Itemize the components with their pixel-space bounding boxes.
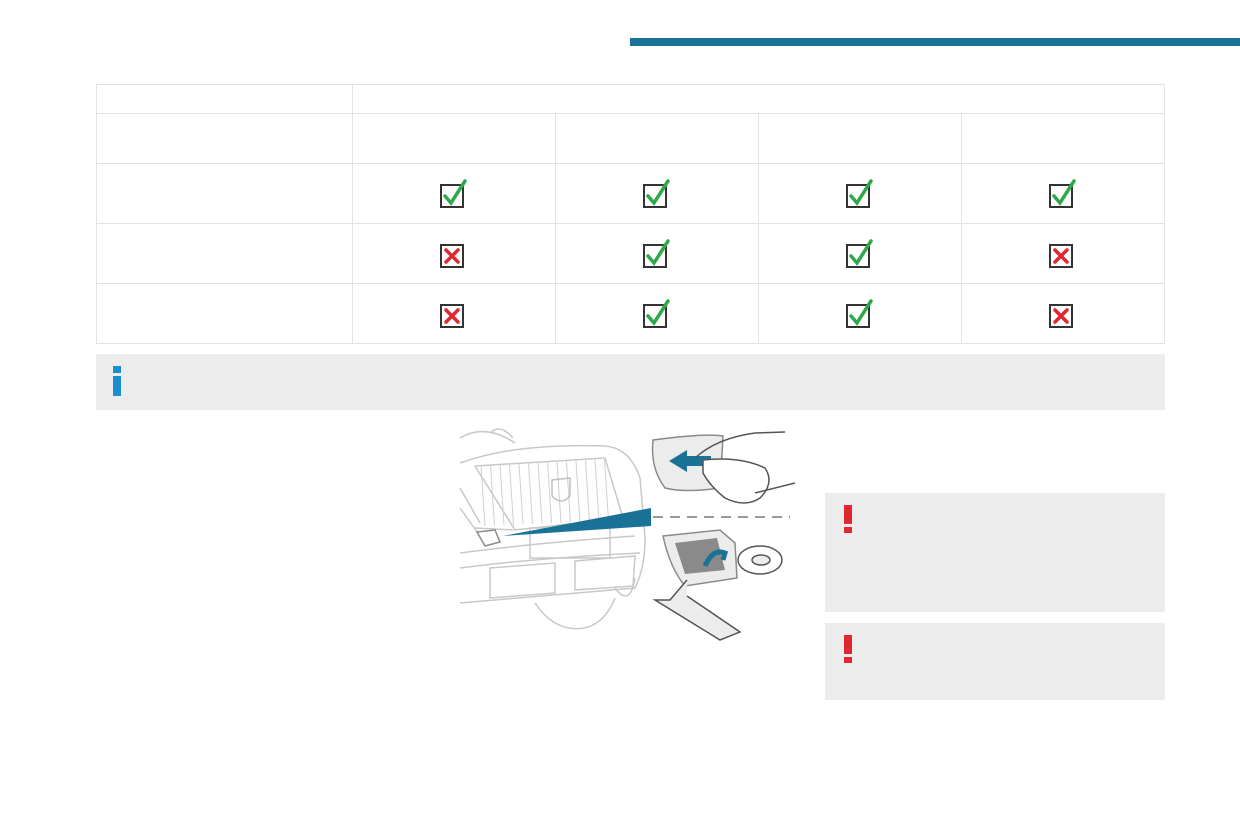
hand-drawing xyxy=(702,458,770,504)
table-cell xyxy=(555,163,759,224)
car-front-drawing xyxy=(459,428,646,630)
check-icon xyxy=(846,238,873,268)
table-row xyxy=(96,163,1165,224)
table-subheader-cell xyxy=(96,113,353,164)
warning-exclamation-icon xyxy=(844,505,852,533)
cross-icon xyxy=(1049,303,1073,328)
grille-bar xyxy=(566,461,571,523)
grille-bar xyxy=(480,465,486,527)
check-icon xyxy=(440,178,467,208)
cross-icon xyxy=(440,243,464,268)
check-icon xyxy=(643,238,670,268)
table-cell xyxy=(555,223,759,284)
table-cell xyxy=(352,223,556,284)
grille-bar xyxy=(575,460,581,523)
grille-bar xyxy=(518,463,524,525)
grille-bar xyxy=(585,460,590,522)
table-row xyxy=(96,283,1165,344)
table-subheader-cell xyxy=(352,113,556,164)
row-label-cell xyxy=(96,223,353,284)
towing-eye-cover xyxy=(475,529,502,547)
removed-cover-drawing xyxy=(652,579,742,641)
info-note xyxy=(96,354,1165,410)
table-cell xyxy=(352,283,556,344)
towing-eye-cover-removal-illustration xyxy=(459,428,796,641)
grille-bars xyxy=(480,459,609,527)
table-row xyxy=(96,223,1165,284)
grille-bar xyxy=(499,464,505,526)
table-subheader-cell xyxy=(758,113,962,164)
fit-towing-eye-step xyxy=(652,529,783,641)
grille-bar xyxy=(604,459,609,521)
check-icon xyxy=(846,298,873,328)
rotate-arrow-icon xyxy=(702,549,729,568)
warning-note xyxy=(825,623,1165,700)
header-accent-rule xyxy=(630,38,1240,46)
compatibility-table xyxy=(96,84,1165,344)
check-icon xyxy=(846,178,873,208)
grille-bar xyxy=(490,465,495,526)
grille-bar xyxy=(528,463,533,525)
callout-wedge xyxy=(503,508,651,536)
check-icon xyxy=(643,178,670,208)
grille-bar xyxy=(556,461,562,523)
cross-icon xyxy=(1049,243,1073,268)
table-cell xyxy=(758,283,962,344)
row-label-cell xyxy=(96,283,353,344)
table-header-cell xyxy=(352,84,1165,114)
table-subheader-cell xyxy=(555,113,759,164)
grille-bar xyxy=(509,464,514,525)
grille-bar xyxy=(537,462,543,524)
table-cell xyxy=(352,163,556,224)
press-cover-step xyxy=(651,431,796,504)
table-header-row xyxy=(96,84,1165,114)
warning-exclamation-icon xyxy=(844,635,852,663)
check-icon xyxy=(1049,178,1076,208)
warning-note xyxy=(825,493,1165,612)
table-header-cell xyxy=(96,84,353,114)
grille-bar xyxy=(547,462,552,524)
table-cell xyxy=(961,223,1165,284)
grille-bar xyxy=(594,459,600,522)
table-cell xyxy=(758,223,962,284)
table-cell xyxy=(758,163,962,224)
logo-badge xyxy=(551,477,571,502)
cross-icon xyxy=(440,303,464,328)
push-arrow-icon xyxy=(669,450,711,472)
table-cell xyxy=(961,283,1165,344)
row-label-cell xyxy=(96,163,353,224)
table-subheader-row xyxy=(96,113,1165,164)
table-subheader-cell xyxy=(961,113,1165,164)
info-icon xyxy=(113,366,121,396)
check-icon xyxy=(643,298,670,328)
table-cell xyxy=(555,283,759,344)
table-cell xyxy=(961,163,1165,224)
